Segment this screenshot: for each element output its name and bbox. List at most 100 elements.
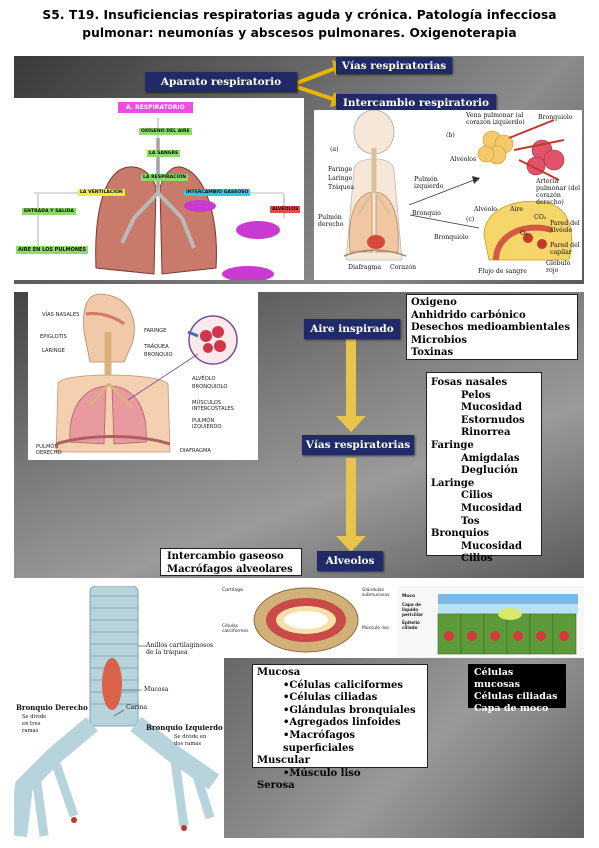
- defense-item: Cilios: [461, 553, 493, 565]
- panel-trachea-structure: Anillos cartilaginosos de la tráquea Muc…: [14, 586, 584, 838]
- cell-item: Células ciliadas: [474, 691, 558, 702]
- inspired-item: Desechos medioambientales: [411, 322, 570, 334]
- defense-item: Cilios: [461, 490, 493, 502]
- layer-head: Serosa: [257, 780, 295, 792]
- trachea-figure: [14, 586, 220, 838]
- cm-node-intercambio: INTERCAMBIO GASEOSO: [184, 189, 251, 196]
- cm-node-oxigeno: OXÍGENO DEL AIRE: [139, 128, 192, 135]
- lbl-c: (c): [466, 216, 475, 223]
- vias-respiratorias-box: Vías respiratorias: [336, 57, 452, 74]
- defense-item: Pelos: [461, 389, 491, 401]
- title-line-2: pulmonar: neumonías y abscesos pulmonare…: [82, 26, 517, 40]
- cell-item: Células mucosas: [474, 667, 520, 690]
- lbl-bronquio-izq: Bronquio Izquierdo: [146, 723, 223, 732]
- lbl-alveolo: Alvéolo: [474, 206, 498, 213]
- inspired-item: Oxigeno: [411, 297, 457, 308]
- defense-group-head: Fosas nasales: [431, 377, 508, 388]
- lbl-globulo: Glóbulo rojo: [546, 260, 571, 274]
- lbl-der-sub: Se divide en tres ramas: [22, 714, 47, 734]
- defense-group-head: Faringe: [431, 439, 474, 451]
- defense-group-head: Bronquios: [431, 528, 490, 540]
- lbl-cartilago: Cartílago: [222, 588, 243, 593]
- lbl-carina: Carina: [126, 704, 148, 711]
- lbl-traquea-2: TRÁQUEA: [144, 344, 169, 350]
- lbl-b: (b): [446, 132, 455, 139]
- lbl-musculos: MÚSCULOS INTERCOSTALES: [192, 400, 234, 412]
- layer-item: •Macrófagos superficiales: [283, 729, 356, 754]
- defense-item: Estornudos: [461, 414, 525, 426]
- lbl-vias-nasales: VÍAS NASALES: [42, 312, 80, 318]
- lbl-flujo: Flujo de sangre: [478, 268, 527, 275]
- defense-item: Mucosidad: [461, 540, 522, 552]
- lbl-glandulas: Glándulas submucosas: [362, 588, 390, 598]
- panel-respiratory-apparatus: Aparato respiratorio Vías respiratorias …: [14, 56, 584, 284]
- bronchial-section-image: Cartílago Células caliciformes Glándulas…: [220, 586, 398, 658]
- lbl-traquea: Tráquea: [328, 184, 355, 191]
- lbl-celulas-cal: Células caliciformes: [222, 624, 249, 634]
- lbl-arteria: Arteria pulmonar (del corazón derecho): [536, 178, 581, 206]
- lbl-o2: O₂: [520, 230, 528, 237]
- layer-head: Mucosa: [257, 667, 301, 678]
- lbl-bronquio-2: BRONQUIO: [144, 352, 173, 358]
- cm-node-respiracion: LA RESPIRACIÓN: [141, 174, 189, 181]
- lbl-bronquio-der: Bronquio Derecho: [16, 703, 88, 712]
- vias-respiratorias-box-2: Vías respiratorias: [302, 435, 414, 455]
- lbl-vena: Vena pulmonar (al corazón izquierdo): [466, 112, 525, 126]
- lbl-pared-capilar: Pared del capilar: [550, 242, 580, 256]
- lbl-faringe: Faringe: [328, 166, 353, 173]
- cm-node-entrada: ENTRADA Y SALIDA: [22, 208, 76, 215]
- lbl-pulmon-izq-2: PULMÓN IZQUIERDO: [192, 418, 222, 430]
- lbl-bronquiolo: Bronquiolo: [434, 234, 469, 241]
- inspired-item: Toxinas: [411, 347, 454, 359]
- lbl-faringe-2: FARINGE: [144, 328, 167, 334]
- defense-item: Tos: [461, 515, 480, 527]
- cm-root: A. RESPIRATORIO: [118, 102, 193, 113]
- lbl-anillos: Anillos cartilaginosos de la tráquea: [146, 642, 214, 656]
- lbl-pulmon-der: Pulmón derecho: [318, 214, 344, 228]
- section-figure: [253, 587, 359, 653]
- lbl-pulmon-izq: Pulmón izquierdo: [414, 176, 444, 190]
- lbl-alveolos: Alvéolos: [450, 156, 477, 163]
- page-title: S5. T19. Insuficiencias respiratorias ag…: [0, 6, 599, 42]
- lbl-corazon: Corazón: [390, 264, 417, 271]
- aparato-respiratorio-box: Aparato respiratorio: [145, 72, 297, 92]
- cm-node-ventilacion: LA VENTILACIÓN: [78, 189, 125, 196]
- lbl-laringe: Laringe: [328, 175, 353, 182]
- lbl-laringe-2: LARINGE: [42, 348, 65, 354]
- lbl-pared-alveolo: Pared del alvéolo: [550, 220, 580, 234]
- lbl-bronquiolo-2: BRONQUIOLO: [192, 384, 228, 390]
- lbl-moco: Moco: [402, 594, 416, 599]
- lbl-izq-sub: Se divide en dos ramas: [174, 734, 207, 747]
- airway-figure: [55, 293, 238, 453]
- epithelium-figure: [437, 594, 578, 655]
- layer-item: •Glándulas bronquiales: [283, 704, 416, 716]
- trachea-diagram: Anillos cartilaginosos de la tráquea Muc…: [14, 586, 224, 838]
- inspired-item: Anhidrido carbónico: [411, 309, 526, 321]
- tracheal-layers-list: Mucosa•Células caliciformes•Células cili…: [252, 664, 428, 791]
- upper-airway-diagram: VÍAS NASALES EPIGLOTIS LARINGE FARINGE T…: [28, 292, 258, 460]
- intercambio-respiratorio-box: Intercambio respiratorio: [336, 94, 496, 112]
- defense-item: Amigdalas: [461, 452, 520, 464]
- layer-item: •Células caliciformes: [283, 679, 404, 691]
- alveolar-item: Intercambio gaseoso: [167, 551, 284, 562]
- lbl-capa-liquido: Capa de líquido periciliar: [402, 602, 424, 617]
- defense-item: Rinorrea: [461, 427, 511, 439]
- lbl-bronquiolo-b: Bronquiolo: [538, 114, 573, 121]
- cm-node-alveolos: ALVÉOLOS: [270, 206, 301, 213]
- alveolos-box: Alveolos: [317, 551, 383, 571]
- ciliated-epithelium-image: Moco Capa de líquido periciliar Epitelio…: [398, 586, 584, 658]
- lbl-diafragma-2: DIAFRAGMA: [180, 448, 211, 454]
- layer-item: •Músculo liso: [283, 767, 361, 779]
- lbl-co2: CO₂: [534, 214, 547, 221]
- layer-head: Muscular: [257, 755, 310, 767]
- defense-item: Deglución: [461, 465, 518, 477]
- defense-group-head: Laringe: [431, 477, 475, 489]
- lbl-musculo: Músculo liso: [362, 626, 389, 631]
- aire-inspirado-box: Aire inspirado: [304, 319, 400, 339]
- defense-item: Mucosidad: [461, 402, 522, 414]
- lbl-epiglotis: EPIGLOTIS: [40, 334, 67, 340]
- flow-arrows: [336, 338, 366, 552]
- lbl-pulmon-der-2: PULMÓN DERECHO: [36, 444, 62, 456]
